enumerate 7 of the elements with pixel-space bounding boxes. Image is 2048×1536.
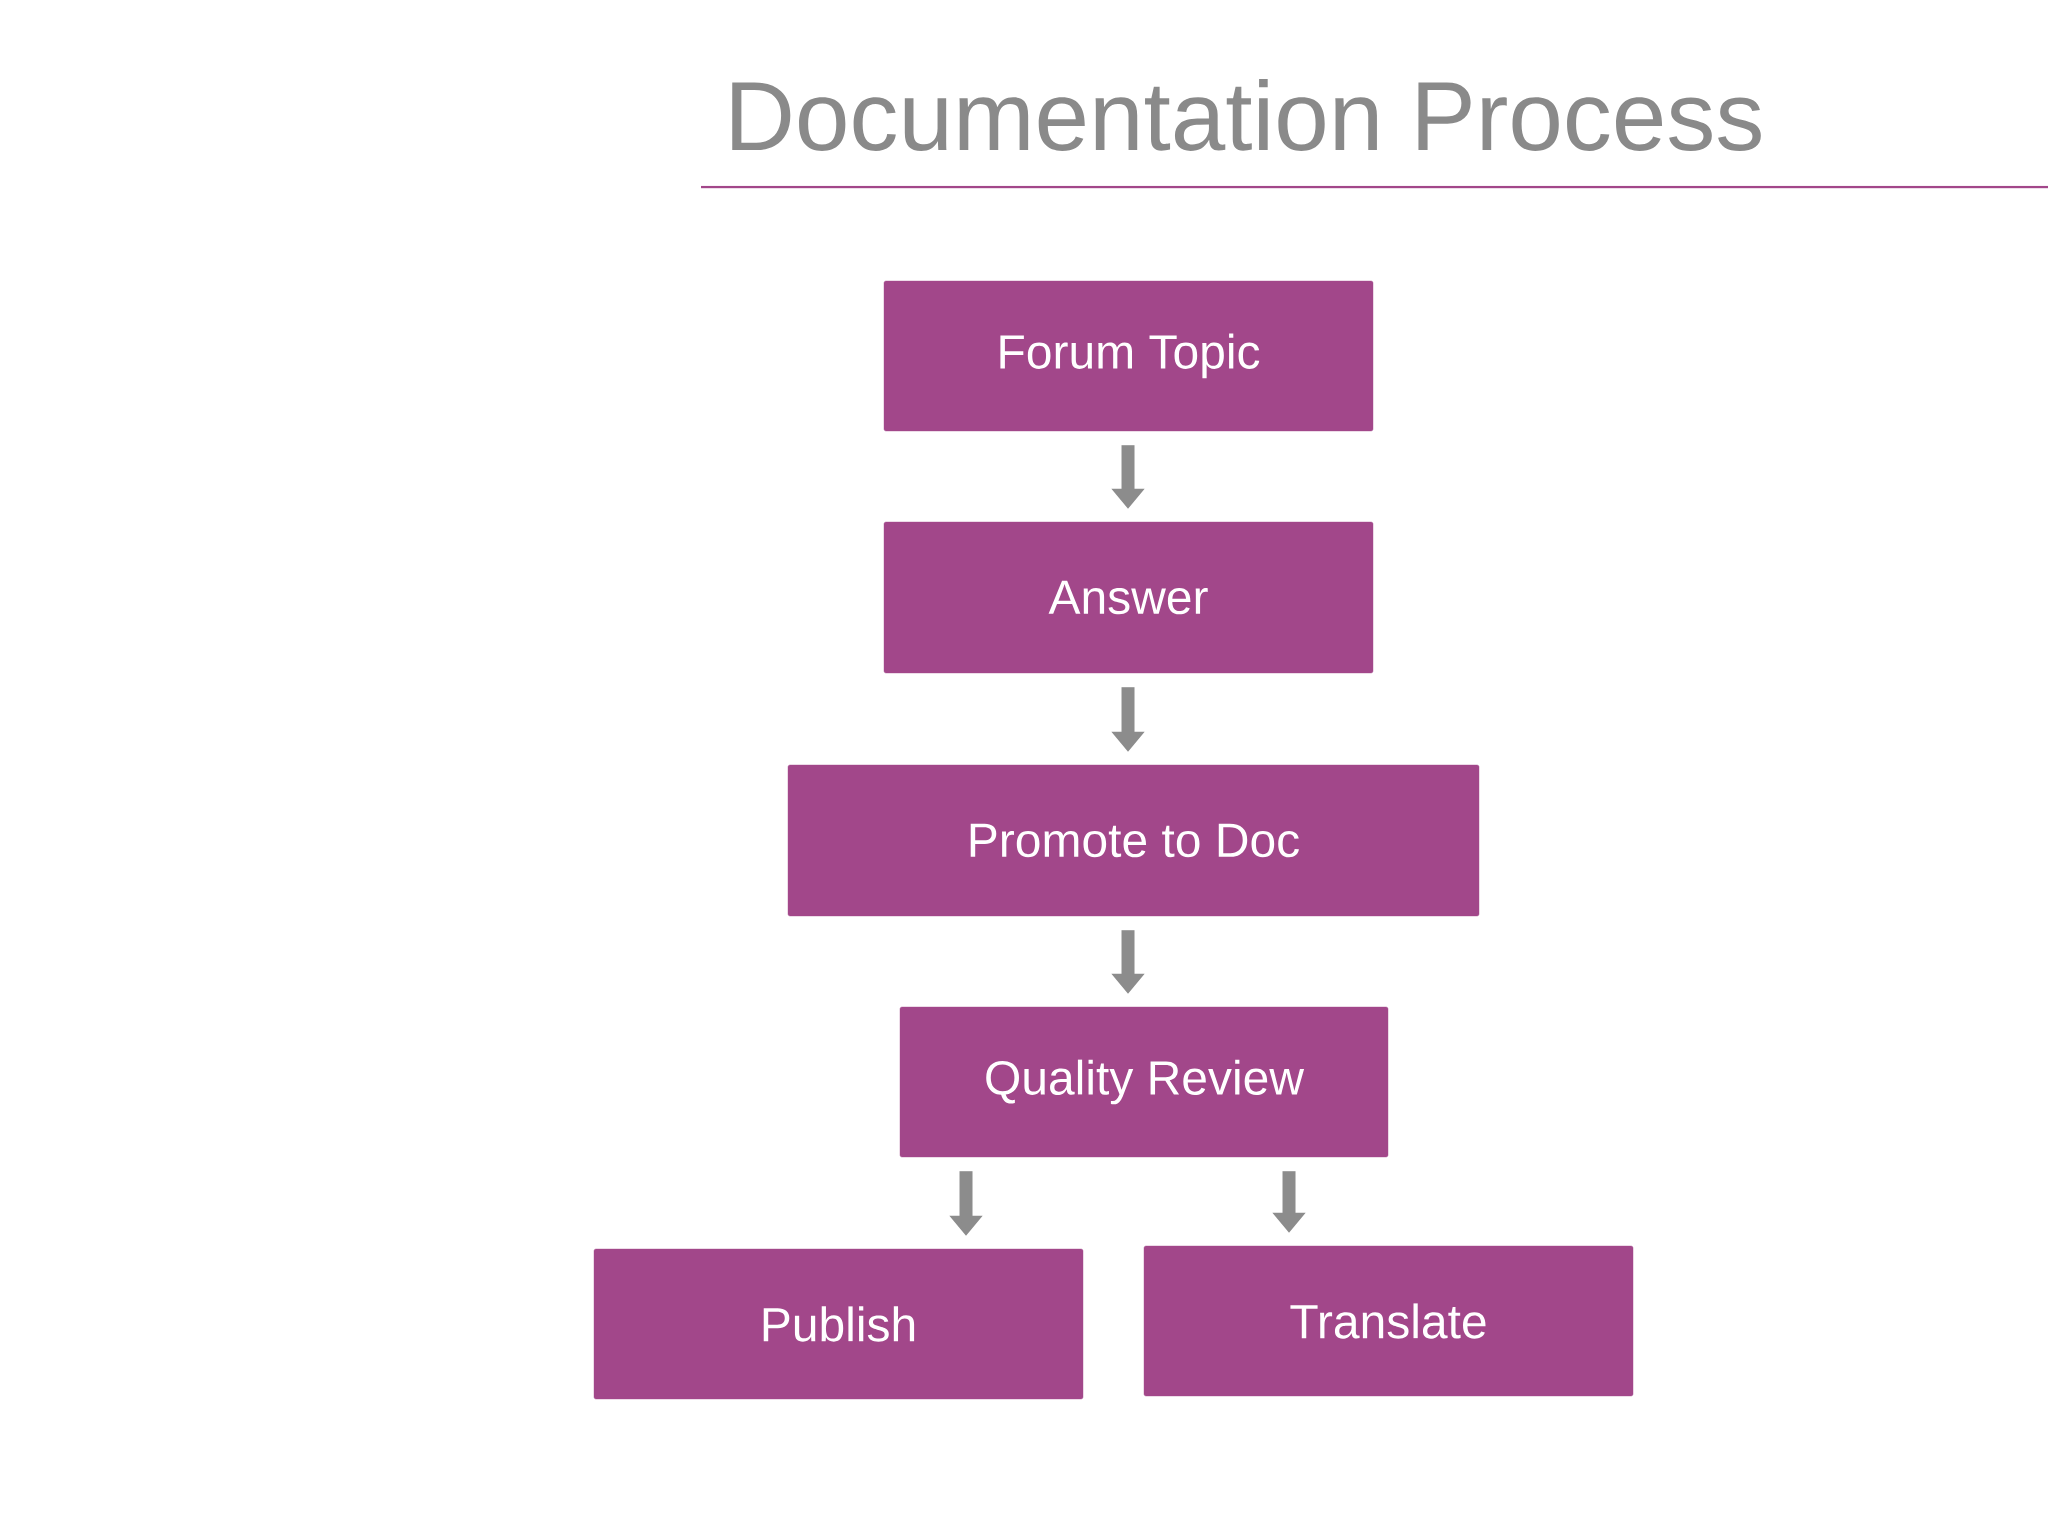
process-box: Translate bbox=[1143, 1245, 1634, 1397]
process-box: Promote to Doc bbox=[787, 764, 1480, 917]
process-box: Publish bbox=[593, 1248, 1084, 1400]
process-box: Quality Review bbox=[899, 1006, 1389, 1158]
process-box: Forum Topic bbox=[883, 280, 1374, 432]
title: Documentation Process bbox=[732, 79, 1761, 151]
process-box: Answer bbox=[883, 521, 1374, 674]
